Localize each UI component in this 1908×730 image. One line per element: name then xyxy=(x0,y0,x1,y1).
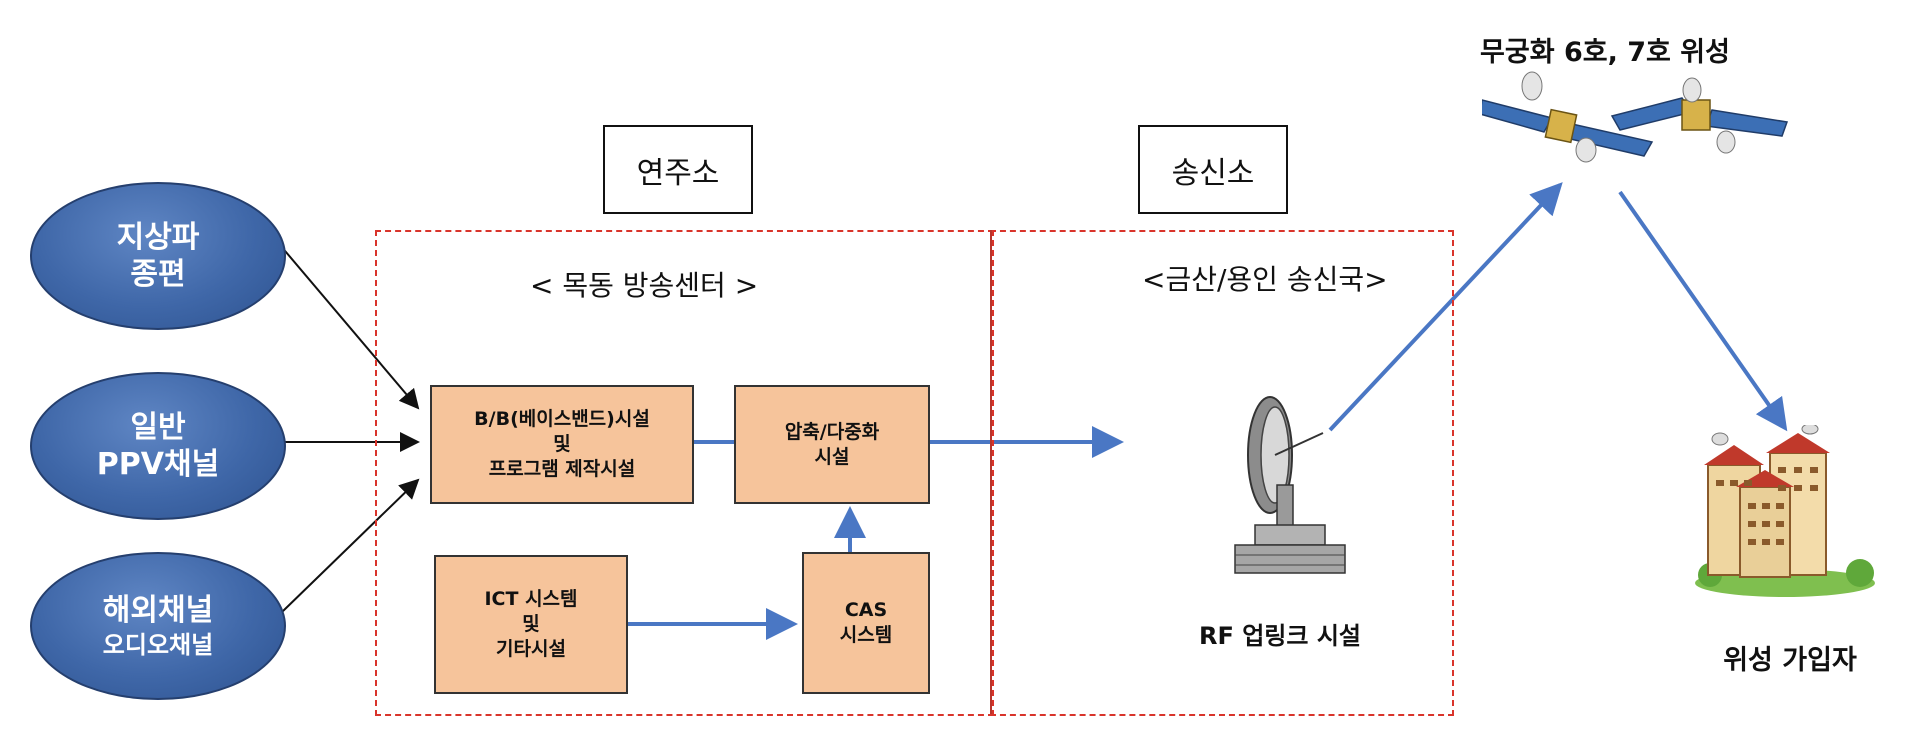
ict-system-box: ICT 시스템 및 기타시설 xyxy=(434,555,628,694)
arrow-uplink-to-satellite xyxy=(1328,182,1563,432)
source-general-line2: PPV채널 xyxy=(96,447,220,482)
broadcast-center-title: < 목동 방송센터 > xyxy=(530,269,759,302)
baseband-line1: B/B(베이스밴드)시설 xyxy=(474,408,650,431)
subscriber-buildings-icon xyxy=(1695,425,1875,597)
ict-line1: ICT 시스템 xyxy=(484,588,578,611)
compression-line2: 시설 xyxy=(814,445,850,468)
baseband-line3: 프로그램 제작시설 xyxy=(488,457,636,480)
subscriber-label: 위성 가입자 xyxy=(1723,645,1857,676)
source-terrestrial-line2: 종편 xyxy=(130,257,186,292)
transmit-station-title: <금산/용인 송신국> xyxy=(1142,263,1388,296)
cas-system-box: CAS 시스템 xyxy=(802,552,930,694)
baseband-line2: 및 xyxy=(553,433,571,456)
studio-label: 연주소 xyxy=(636,155,720,191)
source-terrestrial-ellipse: 지상파 종편 xyxy=(30,182,286,330)
studio-label-box: 연주소 xyxy=(603,125,753,214)
arrow-terrestrial-to-baseband xyxy=(279,244,420,410)
transmitter-label-box: 송신소 xyxy=(1138,125,1288,214)
satellite-icon xyxy=(1482,71,1789,163)
compression-mux-box: 압축/다중화 시설 xyxy=(734,385,930,504)
satellite-label: 무궁화 6호, 7호 위성 xyxy=(1480,37,1730,68)
rf-uplink-antenna-icon xyxy=(1234,396,1346,574)
compression-line1: 압축/다중화 xyxy=(784,420,880,443)
source-overseas-ellipse: 해외채널 오디오채널 xyxy=(30,552,286,700)
baseband-facility-box: B/B(베이스밴드)시설 및 프로그램 제작시설 xyxy=(430,385,694,504)
source-overseas-line2: 오디오채널 xyxy=(102,630,214,659)
ict-line3: 기타시설 xyxy=(496,637,566,660)
arrow-satellite-to-subscriber xyxy=(1618,190,1788,432)
arrow-overseas-to-baseband xyxy=(281,478,420,613)
source-overseas-line1: 해외채널 xyxy=(102,593,214,629)
rf-uplink-label: RF 업링크 시설 xyxy=(1199,622,1361,650)
cas-line2: 시스템 xyxy=(839,624,893,646)
cas-line1: CAS xyxy=(844,599,888,622)
section-divider xyxy=(990,230,992,714)
transmitter-label: 송신소 xyxy=(1171,155,1255,191)
source-general-ellipse: 일반 PPV채널 xyxy=(30,372,286,520)
ict-line2: 및 xyxy=(522,613,540,636)
broadcast-center-section xyxy=(375,230,994,716)
source-general-line1: 일반 xyxy=(130,409,186,445)
source-terrestrial-line1: 지상파 xyxy=(116,219,200,255)
